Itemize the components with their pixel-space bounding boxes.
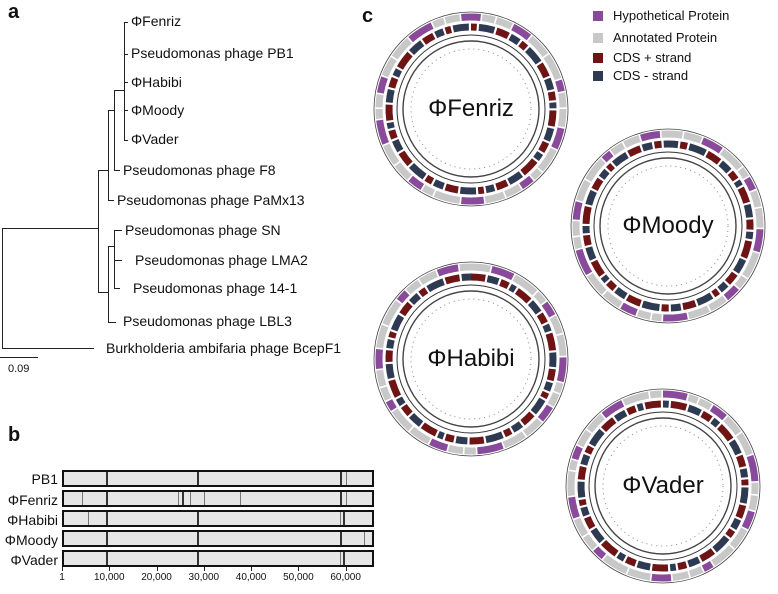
panel-label-a: a bbox=[8, 1, 20, 23]
genome-map-label: ΦHabibi bbox=[427, 345, 515, 372]
tree-taxon: Pseudomonas phage LMA2 bbox=[135, 252, 308, 268]
alignment-bar bbox=[62, 510, 374, 527]
tree-taxon: Burkholderia ambifaria phage BcepF1 bbox=[106, 340, 342, 356]
genome-ring bbox=[373, 261, 569, 457]
legend-label: CDS + strand bbox=[613, 50, 692, 65]
alignment-genome-label: ΦHabibi bbox=[7, 512, 58, 528]
tree-taxon: ΦMoody bbox=[131, 102, 185, 118]
alignment-bar bbox=[62, 470, 374, 487]
axis-tick bbox=[62, 567, 63, 571]
axis-tick-label: 20,000 bbox=[141, 572, 172, 583]
alignment-genome-label: ΦVader bbox=[10, 552, 59, 568]
genome-map-label: ΦVader bbox=[622, 472, 704, 499]
genome-ring bbox=[373, 11, 569, 207]
alignment-genome-label: ΦMoody bbox=[4, 532, 58, 548]
tree-taxon: Pseudomonas phage PB1 bbox=[131, 45, 294, 61]
legend-label: Annotated Protein bbox=[613, 30, 718, 45]
genome-map-vader: ΦVader bbox=[560, 383, 766, 589]
legend-item: CDS + strand bbox=[593, 50, 691, 65]
axis-tick bbox=[298, 567, 300, 571]
legend-item: Annotated Protein bbox=[593, 30, 717, 45]
axis-tick-label: 40,000 bbox=[235, 572, 267, 583]
panel-label-c: c bbox=[362, 5, 374, 27]
axis-tick bbox=[251, 567, 253, 571]
tree-taxon: Pseudomonas phage SN bbox=[125, 222, 281, 238]
genome-ring bbox=[565, 388, 761, 584]
tree-taxon: Pseudomonas phage F8 bbox=[123, 162, 276, 178]
legend-label: Hypothetical Protein bbox=[613, 8, 730, 23]
legend-item: Hypothetical Protein bbox=[593, 8, 729, 23]
legend-label: CDS - strand bbox=[613, 68, 689, 83]
genome-map-moody: ΦMoody bbox=[565, 123, 771, 329]
axis-tick-label: 60,000 bbox=[330, 572, 361, 583]
alignment-genome-label: ΦFenriz bbox=[7, 492, 58, 508]
tree-taxon: ΦVader bbox=[131, 131, 179, 147]
legend-item: CDS - strand bbox=[593, 68, 688, 83]
alignment-bar bbox=[62, 490, 374, 507]
alignment-genome-label: PB1 bbox=[31, 471, 58, 487]
scale-bar-label: 0.09 bbox=[8, 363, 30, 375]
genome-map-label: ΦFenriz bbox=[428, 95, 514, 122]
tree-taxon: Pseudomonas phage 14-1 bbox=[133, 280, 298, 296]
axis-tick bbox=[109, 567, 111, 571]
genome-ring bbox=[570, 128, 766, 324]
alignment-bar bbox=[62, 530, 374, 547]
scale-bar bbox=[0, 357, 38, 358]
tree-taxon: Pseudomonas phage PaMx13 bbox=[117, 192, 305, 208]
tree-taxon: ΦHabibi bbox=[131, 74, 182, 90]
axis-tick-label: 10,000 bbox=[93, 572, 125, 583]
axis-tick-label: 50,000 bbox=[283, 572, 314, 583]
axis-tick bbox=[203, 567, 205, 571]
genome-map-label: ΦMoody bbox=[622, 212, 714, 239]
axis-tick-label: 30,000 bbox=[188, 572, 220, 583]
tree-taxon: ΦFenriz bbox=[131, 13, 182, 29]
tree-taxon: Pseudomonas phage LBL3 bbox=[123, 313, 292, 329]
legend-swatch-cds-minus bbox=[593, 70, 603, 81]
axis-tick bbox=[345, 567, 347, 571]
axis-tick-label: 1 bbox=[59, 572, 65, 583]
genome-map-fenriz: ΦFenriz bbox=[368, 6, 574, 212]
alignment-bar bbox=[62, 550, 374, 567]
panel-label-b: b bbox=[8, 424, 21, 446]
genome-map-habibi: ΦHabibi bbox=[368, 256, 574, 462]
legend-swatch-annotated bbox=[593, 32, 603, 43]
legend-swatch-cds-plus bbox=[593, 52, 603, 63]
axis-tick bbox=[156, 567, 158, 571]
legend-swatch-hypothetical bbox=[593, 10, 603, 21]
